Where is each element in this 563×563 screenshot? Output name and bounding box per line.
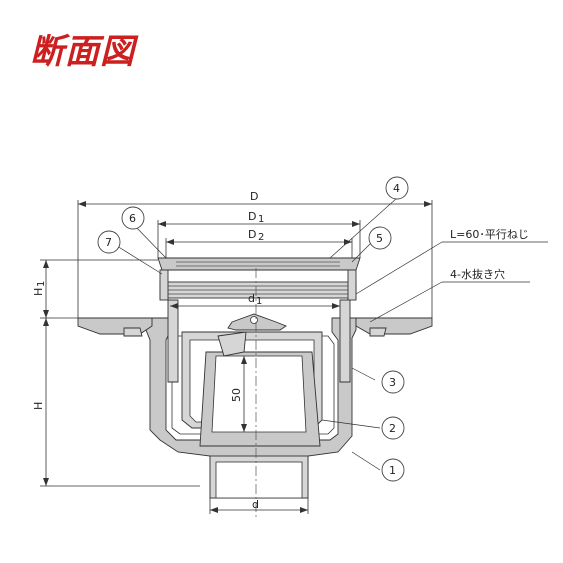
callout-7: 7 — [97, 230, 121, 254]
callout-1: 1 — [381, 458, 405, 482]
collar-right — [339, 299, 351, 383]
arrow-D-left — [78, 201, 86, 207]
thread-note: L=60･平行ねじ — [450, 228, 529, 241]
dim-D-label: D — [250, 190, 258, 203]
dim-H1-subscript: 1 — [36, 281, 47, 287]
flange-fin-left — [123, 327, 143, 337]
dim-50-label: 50 — [230, 388, 243, 402]
outer-body-part — [145, 317, 357, 499]
grate-rim — [157, 257, 361, 271]
callout-4: 4 — [385, 176, 409, 200]
drain-tube-bore — [211, 355, 307, 433]
trap-lid-pin — [250, 316, 258, 324]
collar-left — [167, 299, 179, 383]
arrow-D-right — [424, 201, 432, 207]
svg-text:6: 6 — [129, 212, 136, 225]
thread-lines — [162, 285, 354, 295]
callout-leaders — [116, 197, 443, 471]
flange-fin-right — [369, 327, 387, 337]
dim-H-label: H — [32, 402, 45, 410]
svg-text:4: 4 — [393, 182, 400, 195]
dim-D1-subscript: 1 — [258, 214, 264, 225]
callout-3: 3 — [381, 370, 405, 394]
dim-D2-subscript: 2 — [258, 232, 264, 243]
dim-D2-label: D — [248, 228, 256, 241]
ring-wall-right — [347, 269, 357, 301]
ring-wall-left — [159, 269, 169, 301]
callout-2: 2 — [381, 416, 405, 440]
drain-holes-note: 4-水抜き穴 — [450, 267, 505, 281]
svg-text:5: 5 — [376, 232, 383, 245]
dim-d-label: d — [252, 498, 259, 511]
diagram-title: 断面図 — [30, 32, 135, 72]
svg-text:2: 2 — [389, 422, 396, 435]
svg-text:1: 1 — [389, 464, 396, 477]
callout-5: 5 — [368, 226, 392, 250]
dim-D1-label: D — [248, 210, 256, 223]
dim-H1-label: H — [32, 288, 45, 296]
outlet-socket-bore — [215, 461, 303, 499]
dim-d1-subscript: 1 — [256, 296, 262, 307]
grate-slots — [176, 261, 340, 267]
svg-text:7: 7 — [105, 236, 112, 249]
flange-right — [355, 317, 433, 335]
trap-lid-flap — [217, 331, 247, 357]
svg-text:3: 3 — [389, 376, 396, 389]
dim-d1-label: d — [248, 292, 255, 305]
callout-6: 6 — [121, 206, 145, 230]
